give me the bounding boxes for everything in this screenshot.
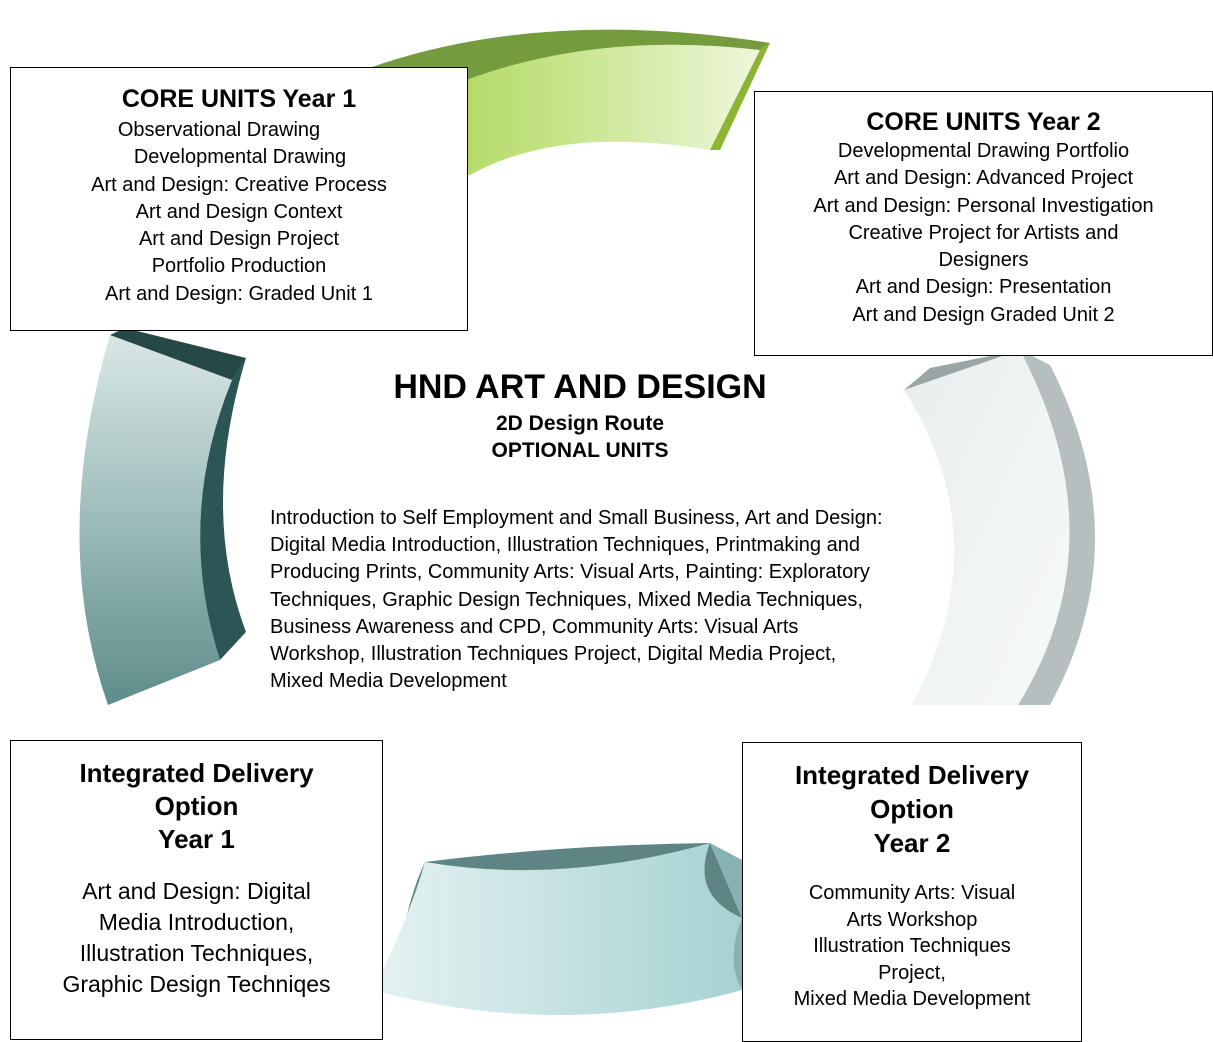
- title-line: Year 1: [158, 824, 235, 854]
- arc-right-grey: [904, 350, 1095, 705]
- unit-item: Mixed Media Development: [793, 988, 1031, 1010]
- core-units-year-2-list: Developmental Drawing Portfolio Art and …: [755, 138, 1212, 329]
- arc-left-teal: [79, 328, 246, 705]
- integrated-delivery-year-2-title: Integrated Delivery Option Year 2: [743, 758, 1081, 860]
- unit-item: Art and Design: Presentation: [855, 276, 1112, 299]
- unit-item: Illustration Techniques: [813, 935, 1011, 957]
- unit-item: Art and Design: Creative Process: [91, 173, 387, 196]
- unit-item: Graphic Design Techniqes: [62, 971, 331, 997]
- unit-item: Illustration Techniques,: [79, 940, 314, 966]
- unit-item: Art and Design: Personal Investigation: [813, 194, 1154, 217]
- unit-item: Media Introduction,: [98, 909, 295, 935]
- core-units-year-1-list: Observational Drawing Developmental Draw…: [11, 117, 467, 308]
- unit-item: Creative Project for Artists and Designe…: [848, 221, 1119, 272]
- unit-item: Art and Design: Advanced Project: [833, 167, 1134, 190]
- unit-item: Art and Design Project: [138, 228, 340, 251]
- integrated-delivery-year-2-list: Community Arts: Visual Arts Workshop Ill…: [743, 880, 1081, 1013]
- title-line: Integrated Delivery: [794, 760, 1030, 790]
- arc-bottom-teal: [372, 843, 742, 1015]
- optional-units-list: Introduction to Self Employment and Smal…: [270, 507, 883, 693]
- optional-units-heading: OPTIONAL UNITS: [491, 439, 669, 462]
- unit-item: Community Arts: Visual: [808, 882, 1016, 904]
- integrated-delivery-year-1-title: Integrated Delivery Option Year 1: [11, 757, 382, 856]
- core-units-year-2-title: CORE UNITS Year 2: [866, 108, 1101, 136]
- title-line: Option: [154, 791, 239, 821]
- core-units-year-2-box: CORE UNITS Year 2 Developmental Drawing …: [754, 91, 1213, 356]
- integrated-delivery-year-2-box: Integrated Delivery Option Year 2 Commun…: [742, 742, 1082, 1042]
- integrated-delivery-year-1-box: Integrated Delivery Option Year 1 Art an…: [10, 740, 383, 1040]
- integrated-delivery-year-1-list: Art and Design: Digital Media Introducti…: [11, 876, 382, 1000]
- center-heading: HND ART AND DESIGN 2D Design Route OPTIO…: [260, 364, 900, 464]
- unit-item: Art and Design Context: [135, 200, 343, 223]
- core-units-year-1-title: CORE UNITS Year 1: [121, 85, 357, 113]
- route-subtitle: 2D Design Route: [495, 412, 665, 435]
- unit-item: Portfolio Production: [151, 255, 327, 278]
- diagram-title: HND ART AND DESIGN: [393, 368, 767, 406]
- unit-item: Art and Design: Digital: [82, 878, 311, 904]
- unit-item: Art and Design: Graded Unit 1: [105, 282, 373, 305]
- title-line: Year 2: [873, 828, 951, 858]
- unit-item: Observational Drawing: [117, 119, 321, 141]
- unit-item: Project,: [878, 961, 946, 984]
- title-line: Option: [870, 794, 954, 824]
- unit-item: Developmental Drawing: [133, 146, 347, 169]
- unit-item: Arts Workshop: [846, 908, 978, 931]
- unit-item: Art and Design Graded Unit 2: [852, 303, 1115, 326]
- core-units-year-1-box: CORE UNITS Year 1 Observational Drawing …: [10, 67, 468, 331]
- unit-item: Developmental Drawing Portfolio: [837, 140, 1130, 162]
- title-line: Integrated Delivery: [79, 758, 314, 788]
